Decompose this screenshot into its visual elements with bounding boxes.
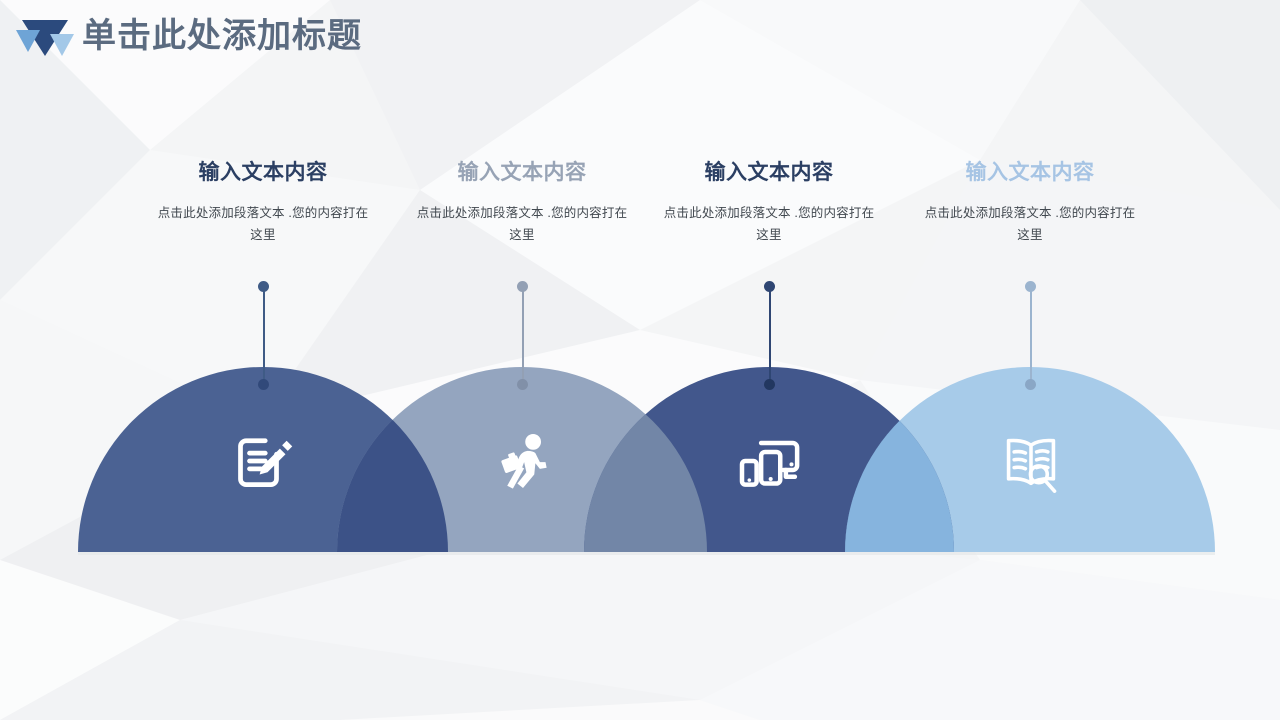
connector-dot-bottom-3 <box>764 379 775 390</box>
magnifier-icon <box>1028 464 1057 493</box>
running-businessman-icon <box>501 434 547 489</box>
icon-running-businessman-wrap <box>501 434 547 489</box>
pencil-icon <box>259 440 293 475</box>
column-body-4: 点击此处添加段落文本 .您的内容打在这里 <box>924 206 1136 243</box>
icon-note-pencil-wrap <box>238 438 293 487</box>
connector-dot-top-1 <box>258 281 269 292</box>
connector-stem-4 <box>1029 287 1032 385</box>
connector-dot-top-3 <box>764 281 775 292</box>
devices-indicator-dots <box>747 462 794 482</box>
icon-responsive-devices-wrap <box>739 440 800 487</box>
connector-4 <box>1025 281 1036 391</box>
column-2: 输入文本内容 点击此处添加段落文本 .您的内容打在这里 <box>397 160 647 247</box>
connector-dot-top-4 <box>1025 281 1036 292</box>
connector-dot-bottom-1 <box>258 379 269 390</box>
connector-stem-3 <box>768 287 771 385</box>
connector-dot-bottom-2 <box>517 379 528 390</box>
connector-1 <box>258 281 269 391</box>
note-pencil-icon <box>238 438 279 487</box>
responsive-devices-icon <box>739 440 800 487</box>
triangle-logo-icon <box>16 20 74 56</box>
slide-header: 单击此处添加标题 <box>0 0 1280 72</box>
column-title-3: 输入文本内容 <box>704 161 834 184</box>
column-title-4: 输入文本内容 <box>965 161 1095 184</box>
connector-dot-bottom-4 <box>1025 379 1036 390</box>
column-title-2: 输入文本内容 <box>457 161 587 184</box>
column-title-1: 输入文本内容 <box>198 161 328 184</box>
page-title: 单击此处添加标题 <box>82 17 362 55</box>
connector-dot-top-2 <box>517 281 528 292</box>
column-3: 输入文本内容 点击此处添加段落文本 .您的内容打在这里 <box>644 160 894 247</box>
column-body-3: 点击此处添加段落文本 .您的内容打在这里 <box>663 206 875 243</box>
column-4: 输入文本内容 点击此处添加段落文本 .您的内容打在这里 <box>905 160 1155 247</box>
connector-stem-1 <box>262 287 265 385</box>
column-body-2: 点击此处添加段落文本 .您的内容打在这里 <box>416 206 628 243</box>
icon-book-search-wrap <box>1006 438 1057 493</box>
connector-stem-2 <box>521 287 524 385</box>
column-1: 输入文本内容 点击此处添加段落文本 .您的内容打在这里 <box>138 160 388 247</box>
connector-2 <box>517 281 528 391</box>
column-body-1: 点击此处添加段落文本 .您的内容打在这里 <box>157 206 369 243</box>
connector-3 <box>764 281 775 391</box>
